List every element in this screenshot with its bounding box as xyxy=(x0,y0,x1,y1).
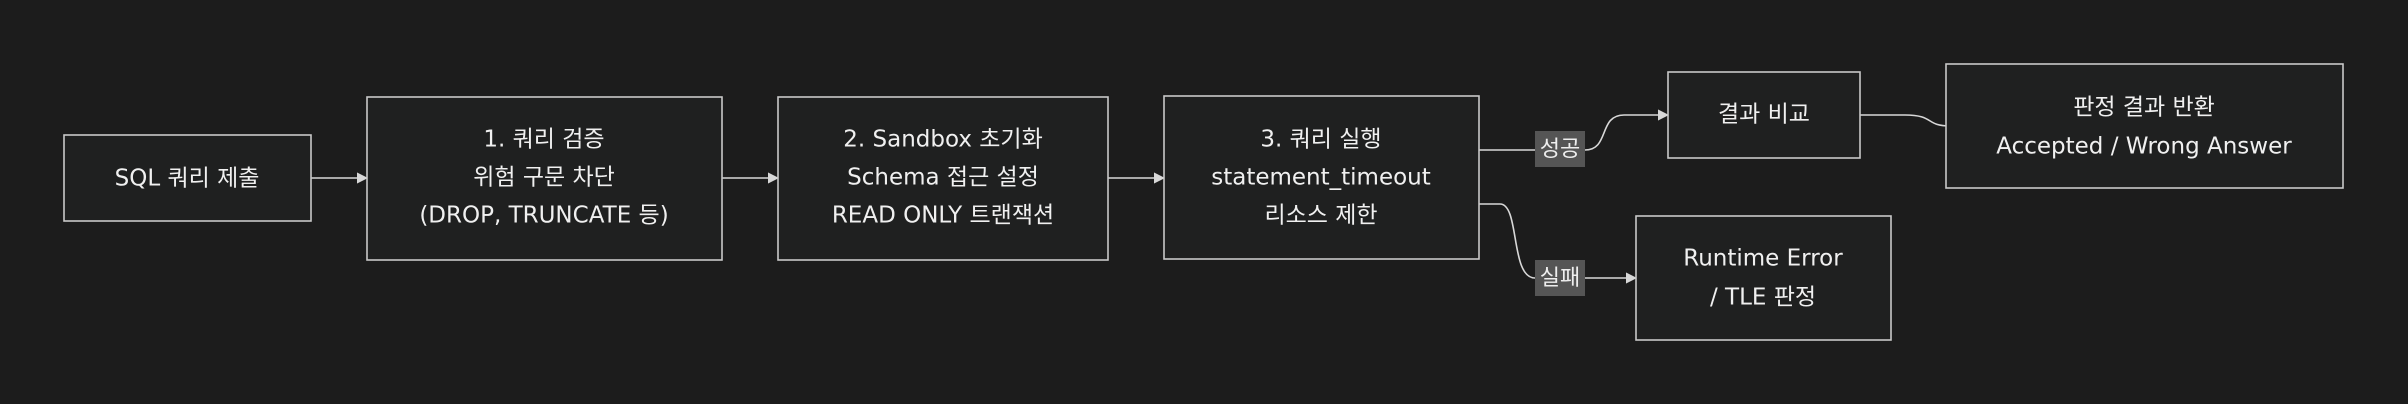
edge-execute-to-compare xyxy=(1479,109,1670,151)
node-verdict: 판정 결과 반환 Accepted / Wrong Answer xyxy=(1945,63,2344,189)
node-submit-line-1: SQL 쿼리 제출 xyxy=(115,166,260,192)
node-execute-line-3: 리소스 제한 xyxy=(1264,203,1377,229)
node-verdict-line-1: 판정 결과 반환 xyxy=(2073,95,2215,121)
node-sandbox-line-2: Schema 접근 설정 xyxy=(847,165,1039,191)
node-error-line-2: / TLE 판정 xyxy=(1710,285,1816,311)
node-verdict-line-2: Accepted / Wrong Answer xyxy=(1996,134,2292,160)
node-compare: 결과 비교 xyxy=(1667,71,1861,159)
node-error: Runtime Error / TLE 판정 xyxy=(1635,215,1892,341)
node-execute: 3. 쿼리 실행 statement_timeout 리소스 제한 xyxy=(1163,95,1480,260)
edge-label-success: 성공 xyxy=(1535,131,1585,167)
edge-execute-to-error xyxy=(1479,203,1638,284)
node-error-line-1: Runtime Error xyxy=(1683,246,1843,272)
node-validate-line-1: 1. 쿼리 검증 xyxy=(483,127,604,153)
node-sandbox-line-1: 2. Sandbox 초기화 xyxy=(843,127,1043,153)
node-execute-line-2: statement_timeout xyxy=(1211,165,1431,191)
edge-label-success-text: 성공 xyxy=(1540,137,1580,162)
node-submit: SQL 쿼리 제출 xyxy=(63,134,312,222)
node-validate: 1. 쿼리 검증 위험 구문 차단 (DROP, TRUNCATE 등) xyxy=(366,96,723,261)
node-execute-line-1: 3. 쿼리 실행 xyxy=(1260,127,1381,153)
node-compare-line-1: 결과 비교 xyxy=(1718,102,1810,128)
edge-label-failure-text: 실패 xyxy=(1540,266,1580,291)
node-sandbox-line-3: READ ONLY 트랜잭션 xyxy=(832,203,1054,229)
node-validate-line-2: 위험 구문 차단 xyxy=(473,165,615,191)
node-validate-line-3: (DROP, TRUNCATE 등) xyxy=(419,203,668,229)
node-sandbox: 2. Sandbox 초기화 Schema 접근 설정 READ ONLY 트랜… xyxy=(777,96,1109,261)
edge-label-failure: 실패 xyxy=(1535,260,1585,296)
edge-compare-to-verdict xyxy=(1860,114,1957,132)
